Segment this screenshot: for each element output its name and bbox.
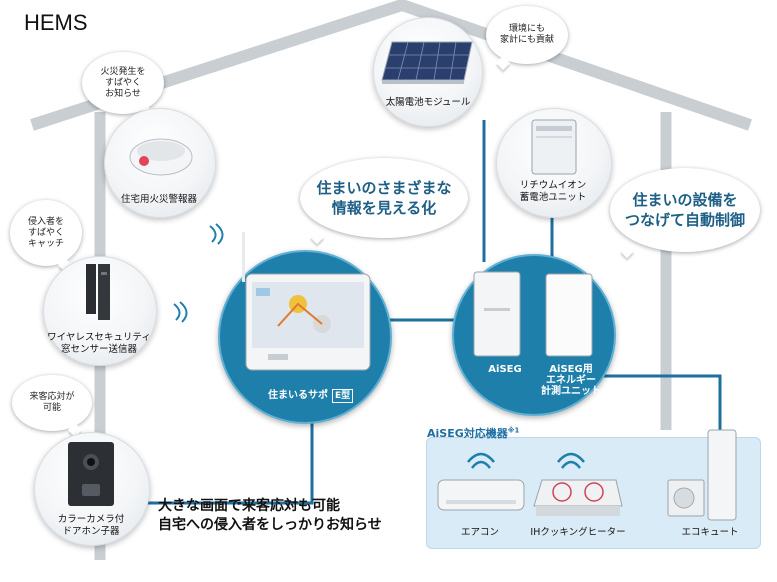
diagram-title: HEMS — [24, 10, 88, 35]
intercom-camera-icon — [68, 442, 114, 506]
aiseg-devices-title-text: AiSEG対応機器 — [427, 427, 508, 440]
wireless-signal-icon — [209, 223, 224, 245]
bubble-intruder: 侵入者を すばやく キャッチ — [10, 200, 82, 266]
battery-unit-icon — [531, 119, 577, 175]
ecocute-label: エコキュート — [681, 527, 739, 538]
solar-panel-icon — [381, 41, 473, 84]
wireless-signal-icon — [467, 452, 495, 469]
monitor-callout: 大きな画面で来客応対も可能 自宅への侵入者をしっかりお知らせ — [158, 498, 382, 533]
window-sensor-label: ワイヤレスセキュリティ 窓センサー送信器 — [47, 332, 151, 355]
bubble-automate-text: 住まいの設備を つなげて自動制御 — [624, 191, 745, 229]
monitor-device-icon — [242, 232, 371, 371]
link-monitor-intercom — [118, 388, 314, 505]
monitor-badge: E型 — [332, 389, 354, 403]
bubble-fire: 火災発生を すばやく お知らせ — [82, 52, 164, 114]
bubble-intruder-text: 侵入者を すばやく キャッチ — [27, 216, 64, 249]
aiseg-label: AiSEG — [488, 364, 522, 375]
bubble-visitor-text: 来客応対が 可能 — [29, 392, 75, 413]
fire-alarm-icon — [129, 138, 193, 176]
ih-cooker-label: IHクッキングヒーター — [530, 527, 626, 538]
ecocute-icon — [667, 429, 737, 521]
monitor-label: 住まいるサポ — [268, 390, 328, 401]
bubble-automate: 住まいの設備を つなげて自動制御 — [610, 168, 760, 252]
window-sensor-icon — [86, 264, 110, 320]
battery-label: リチウムイオン 蓄電池ユニット — [519, 180, 587, 203]
fire-alarm-label: 住宅用火災警報器 — [120, 194, 197, 205]
bubble-environment-text: 環境にも 家計にも貢献 — [499, 24, 554, 45]
aiseg-devices-title: AiSEG対応機器※1 — [427, 425, 519, 441]
aiseg-devices-icon — [473, 271, 593, 357]
ih-cooker-icon — [533, 479, 623, 516]
bubble-visualize-text: 住まいのさまざまな 情報を見える化 — [316, 179, 452, 217]
air-conditioner-icon — [437, 479, 525, 511]
wireless-signal-icon — [173, 301, 188, 323]
solar-label: 太陽電池モジュール — [385, 97, 471, 108]
bubble-visualize: 住まいのさまざまな 情報を見える化 — [300, 158, 468, 238]
wireless-signal-icon — [557, 452, 585, 469]
aircon-label: エアコン — [460, 527, 499, 538]
bubble-fire-text: 火災発生を すばやく お知らせ — [100, 66, 146, 99]
aiseg-devices-note: ※1 — [507, 426, 520, 435]
energy-unit-label: AiSEG用 エネルギー 計測ユニット — [541, 364, 601, 397]
bubble-visitor: 来客応対が 可能 — [12, 375, 92, 431]
bubble-environment: 環境にも 家計にも貢献 — [486, 6, 568, 64]
intercom-label: カラーカメラ付 ドアホン子器 — [57, 514, 125, 537]
link-aiseg-ecocute — [580, 374, 722, 430]
